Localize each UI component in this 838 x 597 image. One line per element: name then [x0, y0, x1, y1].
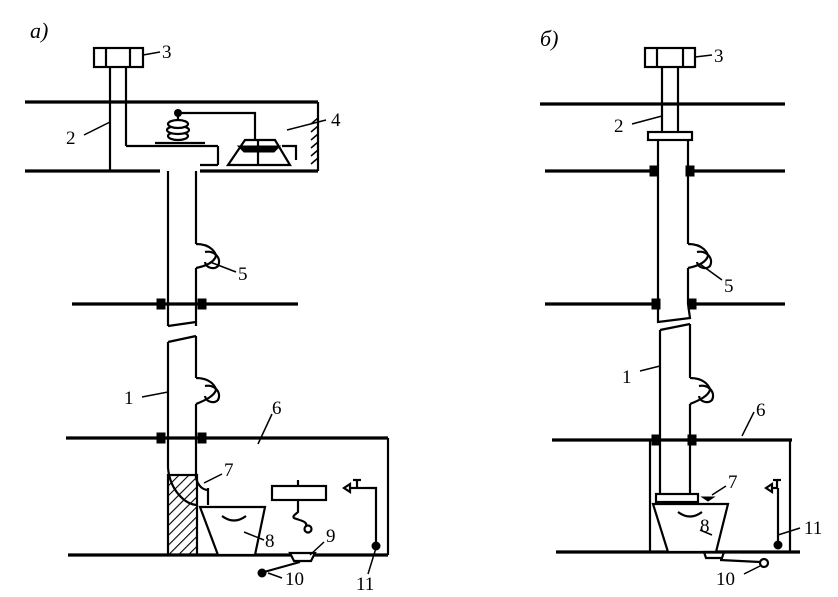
- panel-a-toilet: [198, 505, 267, 557]
- panel-a-sleeve: [156, 298, 166, 310]
- panel-b-floor-slabs: [540, 102, 800, 554]
- panel-b-callout-1: 1: [622, 367, 632, 388]
- panel-b-callout-7: 7: [728, 472, 738, 493]
- panel-a-vent-cap: [92, 46, 145, 69]
- panel-a-sleeve: [197, 298, 207, 310]
- panel-b-callout-3: 3: [714, 46, 724, 67]
- panel-a-callout-10: 10: [285, 569, 304, 590]
- panel-b-sleeve: [687, 434, 697, 446]
- panel-b-riser-coupling: [654, 492, 700, 504]
- panel-b-sleeve: [651, 434, 661, 446]
- panel-a-vacuum-valve: [155, 109, 298, 167]
- panel-a-sleeve: [156, 432, 166, 444]
- panel-b-callout-2: 2: [614, 116, 624, 137]
- panel-a-callout-1: 1: [124, 388, 134, 409]
- panel-b-callout-8: 8: [700, 516, 710, 537]
- panel-b-vent-flange: [646, 130, 694, 142]
- panel-b-callout-11: 11: [804, 518, 822, 539]
- panel-a-sleeve: [197, 432, 207, 444]
- panel-b-sleeve: [649, 165, 659, 177]
- panel-b-callout-10: 10: [716, 569, 735, 590]
- panel-a-washbasin: [257, 478, 381, 578]
- panel-a-callout-7: 7: [224, 460, 234, 481]
- panel-b-faucet: [702, 478, 783, 569]
- panel-a-vent-pipe: [92, 46, 220, 173]
- panel-b-toilet: [651, 502, 730, 554]
- panel-a-callout-11: 11: [356, 574, 374, 595]
- panel-b-leaders: [631, 54, 801, 575]
- panel-a-riser-upper: [166, 171, 221, 328]
- panel-a-wall-hatch: [310, 117, 319, 165]
- panel-b-sleeve: [651, 298, 661, 310]
- panel-a-hatched-block: [166, 473, 199, 557]
- panel-a-callout-9: 9: [326, 526, 336, 547]
- panel-b-callout-6: 6: [756, 400, 766, 421]
- panel-b-riser-lower: [654, 322, 716, 504]
- panel-a-callout-8: 8: [265, 531, 275, 552]
- panel-a-label: а): [30, 18, 48, 43]
- panel-b-vent-cap: [643, 46, 697, 69]
- panel-b-vent-pipe: [643, 46, 713, 324]
- panel-a-floor-slabs: [25, 100, 390, 557]
- panel-a: а): [25, 18, 390, 595]
- panel-a-callout-5: 5: [238, 264, 248, 285]
- panel-a-riser-lower: [166, 334, 221, 557]
- panel-b-label: б): [540, 26, 558, 51]
- panel-b: б): [540, 26, 822, 590]
- panel-b-callout-5: 5: [724, 276, 734, 297]
- panel-a-callout-2: 2: [66, 128, 76, 149]
- panel-a-callout-3: 3: [162, 42, 172, 63]
- panel-a-callout-4: 4: [331, 110, 341, 131]
- panel-b-sleeve: [685, 165, 695, 177]
- panel-a-callout-6: 6: [272, 398, 282, 419]
- panel-a-leaders: [83, 51, 377, 579]
